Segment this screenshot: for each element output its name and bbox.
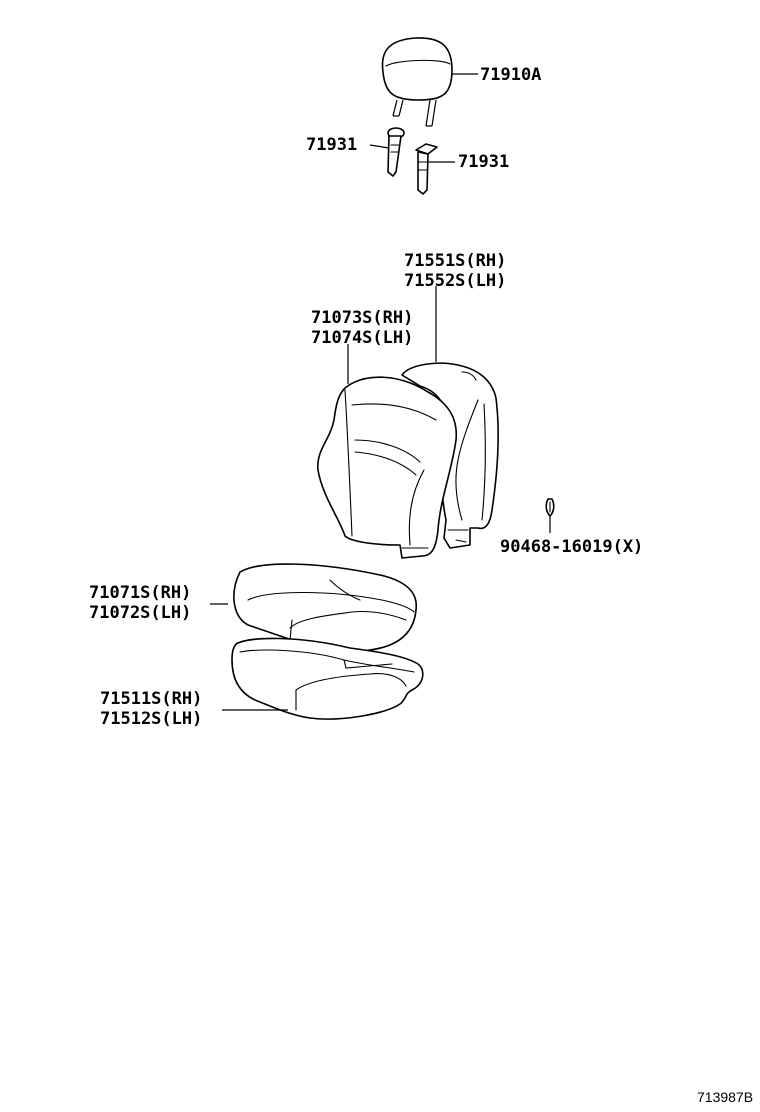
label-cushion-cover-rh: 71071S(RH) [89,583,191,603]
label-back-pad-rh: 71073S(RH) [311,308,413,328]
cushion-cover-part[interactable] [233,563,418,653]
guide-right-part[interactable] [415,143,438,195]
guide-left-part[interactable] [387,127,405,177]
label-cushion-pad-lh: 71512S(LH) [100,709,202,729]
headrest-part[interactable] [381,37,453,127]
figure-reference: 713987B [697,1089,753,1105]
label-back-pad-lh: 71074S(LH) [311,328,413,348]
label-cushion-pad-rh: 71511S(RH) [100,689,202,709]
leader-guide-left [369,144,390,149]
seatback-cover-part[interactable] [317,376,458,559]
label-back-cover-lh: 71552S(LH) [404,271,506,291]
cushion-pad-part[interactable] [231,637,424,720]
label-headrest: 71910A [480,65,541,85]
clip-part[interactable] [545,498,555,517]
label-cushion-cover-lh: 71072S(LH) [89,603,191,623]
label-clip: 90468-16019(X) [500,537,643,557]
label-back-cover-rh: 71551S(RH) [404,251,506,271]
label-guide-left: 71931 [306,135,357,155]
label-guide-right: 71931 [458,152,509,172]
